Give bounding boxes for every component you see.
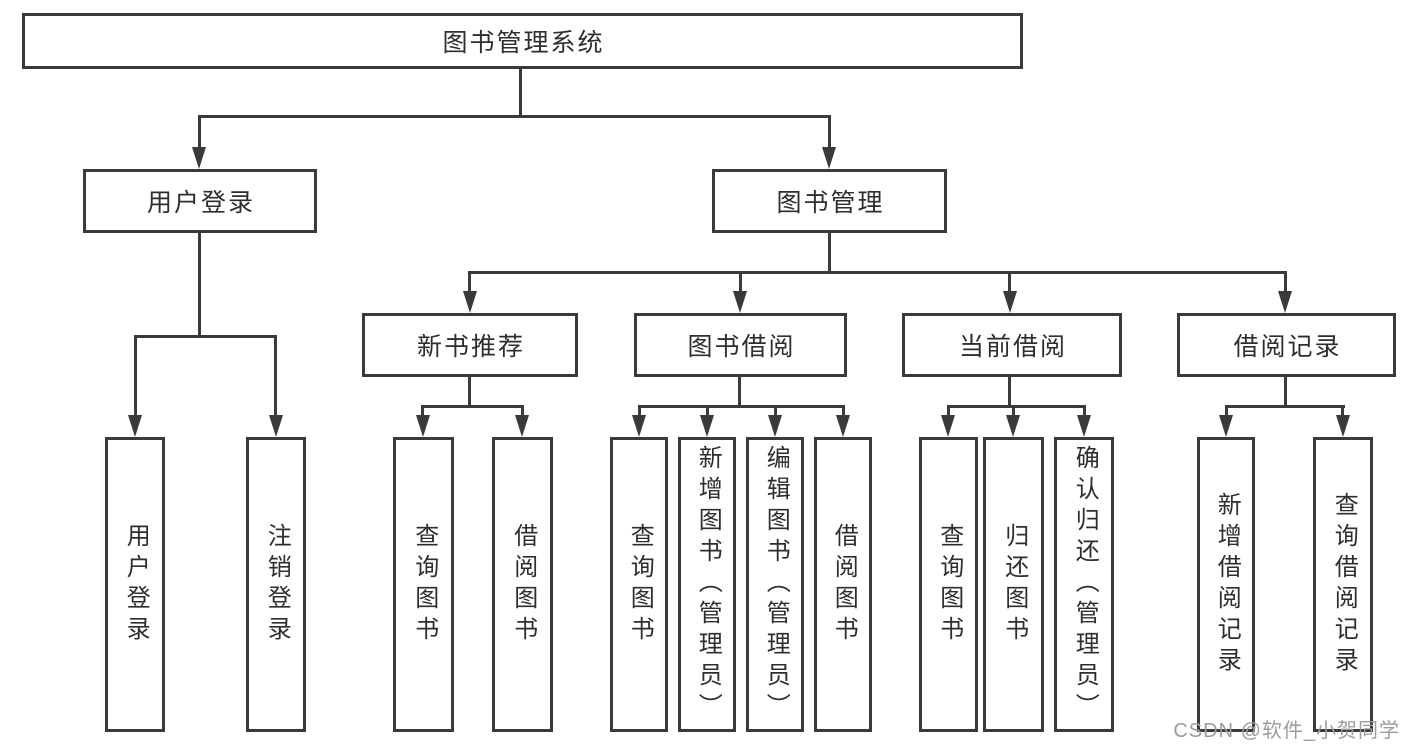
arrow-down-icon xyxy=(941,415,955,437)
connector-line xyxy=(468,271,471,295)
arrow-down-icon xyxy=(1077,415,1091,437)
node-borrow-records: 借阅记录 xyxy=(1177,313,1396,377)
arrow-down-icon xyxy=(1219,415,1233,437)
arrow-down-icon xyxy=(192,147,206,169)
leaf-borrow-borrow-books: 借阅图书 xyxy=(814,437,872,732)
leaf-current-confirm-return-admin: 确认归还（管理员） xyxy=(1054,437,1114,732)
connector-line xyxy=(198,115,201,149)
connector-line xyxy=(738,377,741,408)
node-book-borrow: 图书借阅 xyxy=(634,313,847,377)
leaf-user-login: 用户登录 xyxy=(105,437,165,732)
connector-line xyxy=(519,69,522,118)
arrow-down-icon xyxy=(128,415,142,437)
arrow-down-icon xyxy=(768,415,782,437)
connector-line xyxy=(1083,405,1086,417)
node-user-login: 用户登录 xyxy=(83,169,317,233)
arrow-down-icon xyxy=(1006,415,1020,437)
leaf-records-add-record: 新增借阅记录 xyxy=(1197,437,1255,732)
connector-line xyxy=(1225,405,1345,408)
connector-line xyxy=(739,271,742,295)
csdn-watermark: CSDN @软件_小贺同学 xyxy=(1173,720,1400,742)
node-book-management: 图书管理 xyxy=(712,169,947,233)
leaf-current-query-books: 查询图书 xyxy=(919,437,978,732)
connector-line xyxy=(638,405,641,417)
leaf-records-query-record: 查询借阅记录 xyxy=(1313,437,1373,732)
connector-line xyxy=(134,335,277,338)
leaf-borrow-edit-books-admin: 编辑图书（管理员） xyxy=(746,437,804,732)
connector-line xyxy=(421,405,524,408)
arrow-down-icon xyxy=(836,415,850,437)
connector-line xyxy=(1284,377,1287,408)
connector-line xyxy=(1225,405,1228,417)
connector-line xyxy=(1012,405,1015,417)
connector-line xyxy=(1284,271,1287,295)
connector-line xyxy=(198,115,831,118)
arrow-down-icon xyxy=(632,415,646,437)
connector-line xyxy=(1341,405,1344,417)
connector-line xyxy=(134,335,137,419)
connector-line xyxy=(828,233,831,274)
connector-line xyxy=(842,405,845,417)
connector-line xyxy=(828,115,831,149)
connector-line xyxy=(638,405,845,408)
node-root: 图书管理系统 xyxy=(22,13,1023,69)
arrow-down-icon xyxy=(416,415,430,437)
arrow-down-icon xyxy=(515,415,529,437)
connector-line xyxy=(521,405,524,417)
connector-line xyxy=(706,405,709,417)
connector-line xyxy=(774,405,777,417)
connector-line xyxy=(947,405,1086,408)
arrow-down-icon xyxy=(463,291,477,313)
connector-line xyxy=(1008,377,1011,408)
connector-line xyxy=(198,233,201,338)
leaf-borrow-query-books: 查询图书 xyxy=(610,437,668,732)
arrow-down-icon xyxy=(1003,291,1017,313)
arrow-down-icon xyxy=(269,415,283,437)
connector-line xyxy=(468,377,471,408)
connector-line xyxy=(469,271,1287,274)
connector-line xyxy=(274,335,277,419)
connector-line xyxy=(947,405,950,417)
arrow-down-icon xyxy=(822,147,836,169)
leaf-newbook-query-books: 查询图书 xyxy=(393,437,454,732)
leaf-borrow-add-books-admin: 新增图书（管理员） xyxy=(678,437,736,732)
arrow-down-icon xyxy=(700,415,714,437)
leaf-newbook-borrow-books: 借阅图书 xyxy=(492,437,553,732)
connector-line xyxy=(421,405,424,417)
arrow-down-icon xyxy=(1278,291,1292,313)
node-new-book-recommend: 新书推荐 xyxy=(362,313,578,377)
node-current-borrow: 当前借阅 xyxy=(902,313,1122,377)
arrow-down-icon xyxy=(733,291,747,313)
leaf-current-return-books: 归还图书 xyxy=(983,437,1044,732)
connector-line xyxy=(1008,271,1011,295)
leaf-logout: 注销登录 xyxy=(246,437,306,732)
arrow-down-icon xyxy=(1336,415,1350,437)
